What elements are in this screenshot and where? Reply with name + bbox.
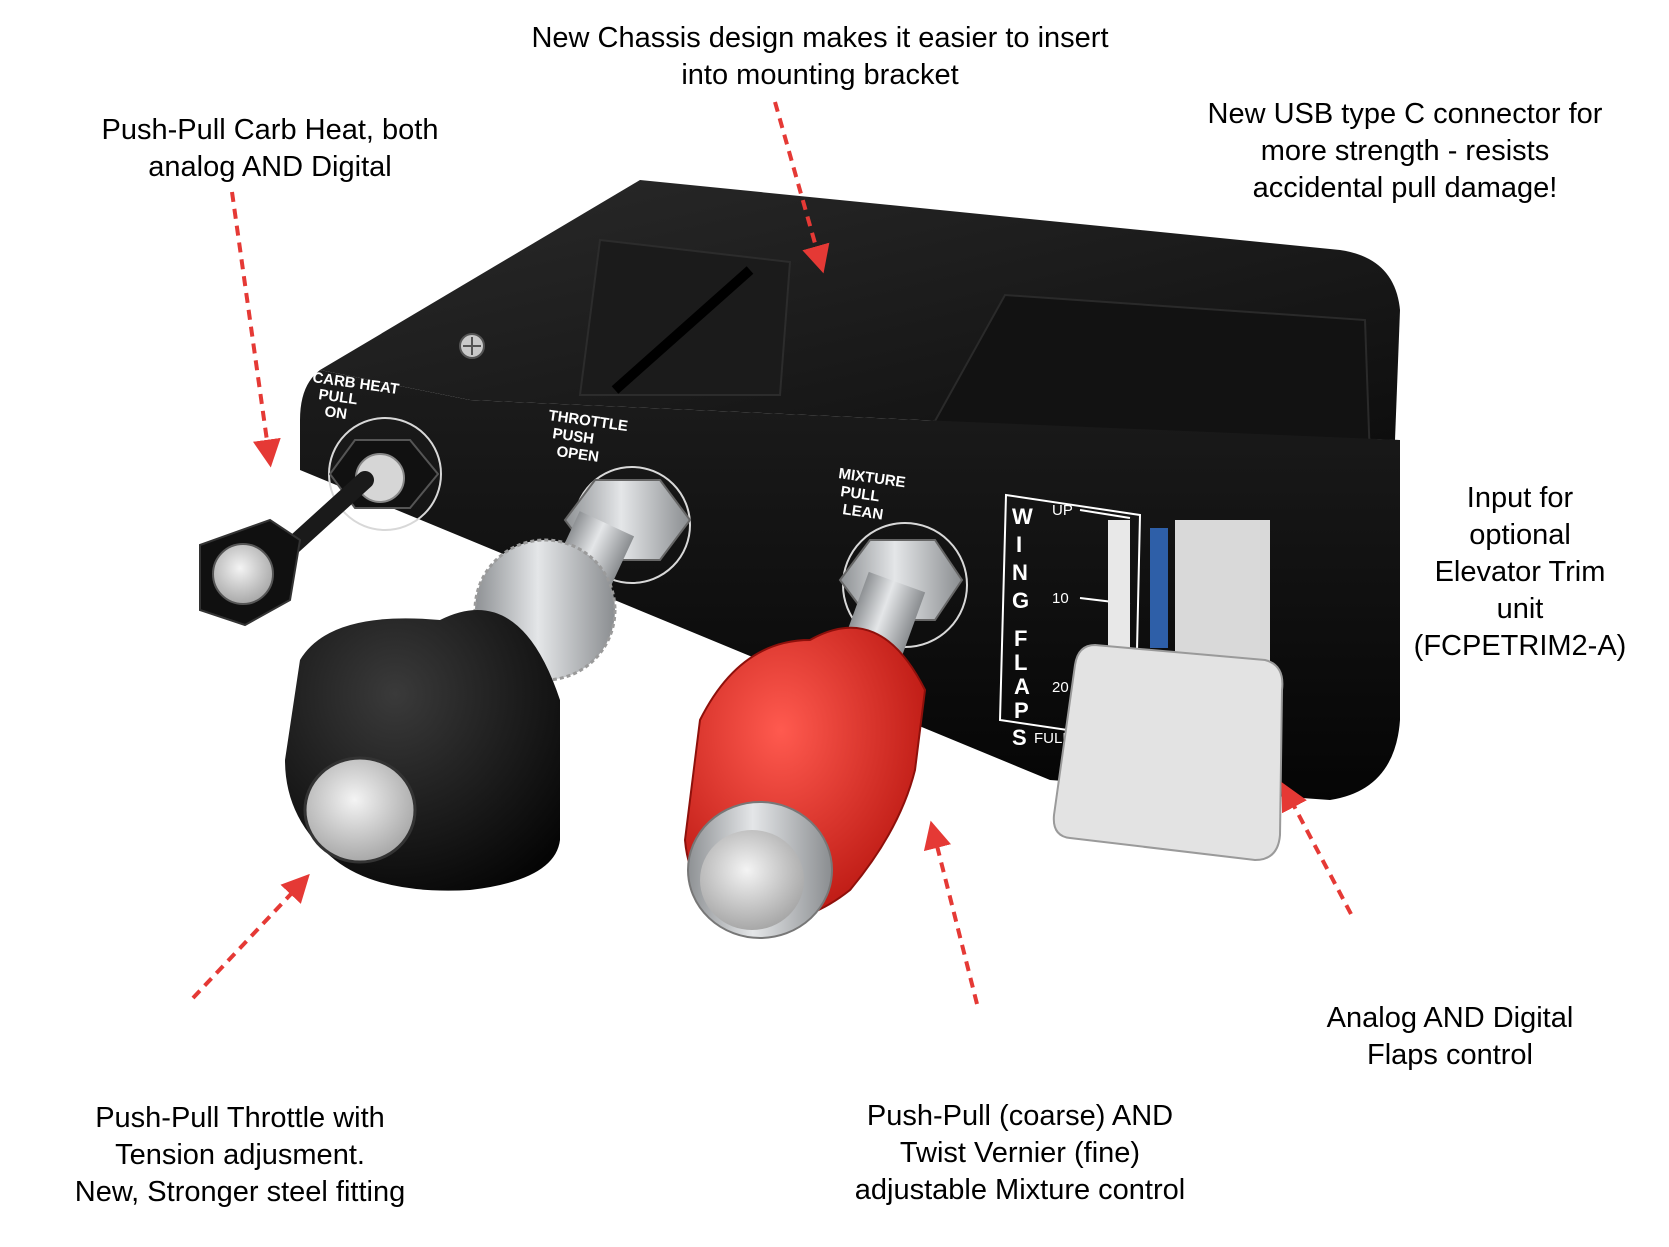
callout-mixture: Push-Pull (coarse) AND Twist Vernier (fi… [810, 1098, 1230, 1209]
callout-mixture-line-3: adjustable Mixture control [854, 1174, 1186, 1206]
callout-mixture-line-1: Push-Pull (coarse) AND [866, 1100, 1174, 1132]
flap-lever [1052, 643, 1284, 862]
flap-mark-10: 10 [1052, 590, 1069, 607]
flaps-letter-f: F [1014, 626, 1027, 651]
callout-carb-heat-line-1: Push-Pull Carb Heat, both [101, 114, 439, 146]
callout-mixture-line-2: Twist Vernier (fine) [899, 1137, 1141, 1169]
callout-throttle-line-3: New, Stronger steel fitting [74, 1176, 406, 1208]
callout-carb-heat-line-2: analog AND Digital [148, 151, 392, 183]
callout-usb-line-1: New USB type C connector for [1207, 98, 1603, 130]
callout-chassis-line-1: New Chassis design makes it easier to in… [531, 22, 1109, 54]
throttle-label-3: OPEN [555, 443, 599, 466]
wing-letter-i: I [1016, 532, 1022, 557]
callout-throttle: Push-Pull Throttle with Tension adjusmen… [30, 1100, 450, 1211]
trim-input-port [1150, 528, 1168, 648]
flap-mark-20: 20 [1052, 679, 1069, 696]
carb-heat-knob [199, 439, 440, 627]
mixture-knob [683, 539, 964, 939]
callout-chassis-line-2: into mounting bracket [681, 59, 959, 91]
arrow-mixture [923, 820, 979, 1005]
throttle-knob [285, 479, 692, 891]
arrow-throttle [191, 873, 310, 1000]
callout-trim-line-5: (FCPETRIM2-A) [1413, 630, 1627, 662]
carb-heat-label-2: PULL [317, 386, 358, 408]
flaps-letter-s: S [1012, 725, 1027, 750]
arrow-chassis [773, 101, 830, 274]
callout-trim-line-3: Elevator Trim [1434, 556, 1606, 588]
arrow-flaps [1281, 782, 1353, 915]
mixture-label-3: LEAN [841, 501, 884, 524]
chassis-slot-rail [578, 238, 792, 396]
carb-heat-label-3: ON [323, 403, 348, 423]
flaps-letter-l: L [1014, 650, 1027, 675]
wing-letter-g: G [1012, 588, 1029, 613]
throttle-label-2: PUSH [551, 425, 595, 448]
callout-usb-line-2: more strength - resists [1260, 135, 1550, 167]
callout-trim-line-2: optional [1469, 519, 1571, 551]
arrow-carb-heat [230, 191, 281, 468]
wing-letter-n: N [1012, 560, 1028, 585]
mixture-label-2: PULL [839, 483, 880, 505]
flaps-letter-p: P [1014, 698, 1029, 723]
callout-flaps-line-2: Flaps control [1366, 1039, 1533, 1071]
callout-trim-line-4: unit [1496, 593, 1544, 625]
callout-throttle-line-2: Tension adjusment. [115, 1139, 365, 1171]
flap-mark-up: UP [1052, 502, 1073, 519]
callout-throttle-line-1: Push-Pull Throttle with [95, 1102, 385, 1134]
callout-flaps-line-1: Analog AND Digital [1326, 1002, 1574, 1034]
callout-flaps: Analog AND Digital Flaps control [1290, 1000, 1610, 1074]
flaps-letter-a: A [1014, 674, 1030, 699]
callout-carb-heat: Push-Pull Carb Heat, both analog AND Dig… [40, 112, 500, 186]
flap-mark-full: FULL [1034, 730, 1071, 747]
callout-elevator-trim: Input for optional Elevator Trim unit (F… [1400, 480, 1640, 665]
callout-trim-line-1: Input for [1466, 482, 1574, 514]
callout-usb-line-3: accidental pull damage! [1252, 172, 1558, 204]
callout-chassis: New Chassis design makes it easier to in… [470, 20, 1170, 94]
wing-letter-w: W [1012, 504, 1033, 529]
callout-usb: New USB type C connector for more streng… [1150, 96, 1660, 207]
